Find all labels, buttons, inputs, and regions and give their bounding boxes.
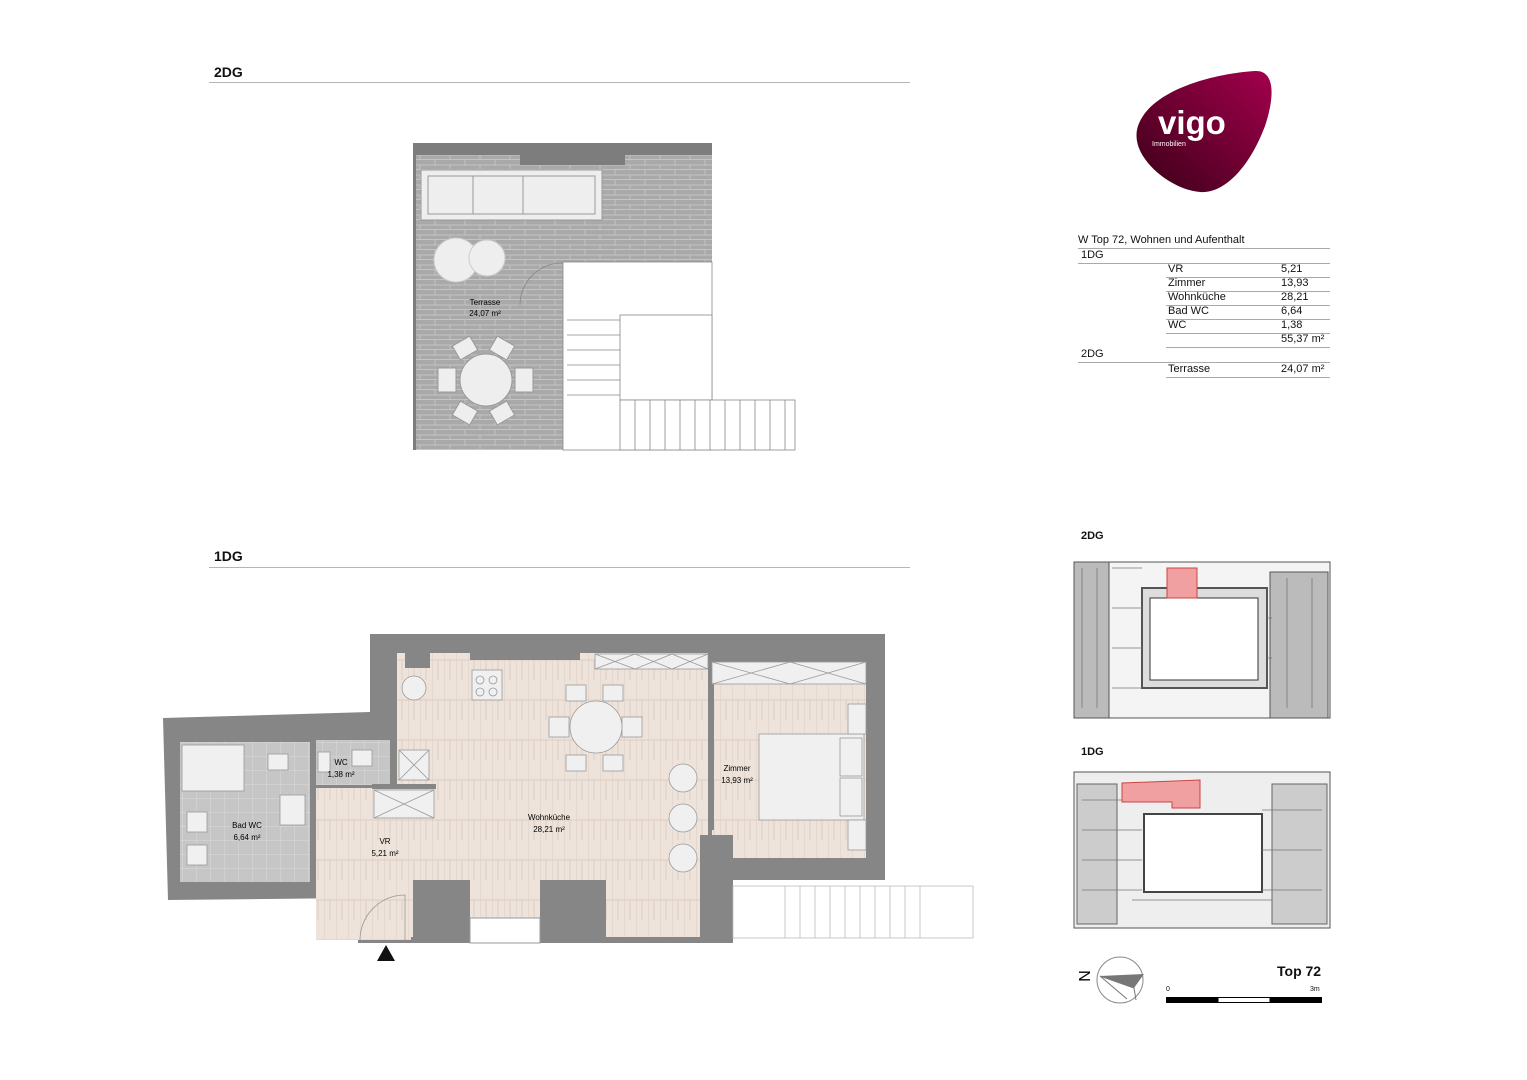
divider [209, 567, 910, 568]
divider [209, 82, 910, 83]
entrance-arrow-icon [377, 945, 395, 961]
row-label: Zimmer [1168, 277, 1206, 289]
row-value: 13,93 [1281, 277, 1309, 289]
furniture [181, 653, 867, 941]
room-area-bad-wc: 6,64 m² [233, 833, 260, 842]
outdoor-stairs [732, 885, 974, 939]
floor-plan-2dg: Terrasse 24,07 m² [163, 143, 974, 961]
svg-text:vigo: vigo [1158, 104, 1226, 141]
room-label-terrasse: Terrasse [470, 298, 501, 307]
table [468, 239, 506, 277]
sofa [420, 169, 603, 221]
svg-text:N: N [1077, 970, 1094, 982]
room-area-wc: 1,38 m² [327, 770, 354, 779]
keyplan-1dg [1073, 771, 1331, 929]
row-value: 24,07 m² [1281, 363, 1325, 375]
north-arrow-icon: N [1077, 956, 1144, 1004]
keyplan-heading-2dg: 2DG [1081, 530, 1104, 542]
row-label: Bad WC [1168, 305, 1209, 317]
row-value: 1,38 [1281, 319, 1303, 331]
section-2dg: 2DG [1081, 348, 1104, 360]
room-label-wohnkueche: Wohnküche [528, 813, 571, 822]
room-area-wohnkueche: 28,21 m² [533, 825, 565, 834]
scale-start: 0 [1166, 986, 1170, 993]
staircase [519, 261, 796, 451]
vigo-logo: vigo Immobilien [1136, 70, 1272, 193]
dining-set [437, 335, 534, 426]
row-label: WC [1168, 319, 1187, 331]
row-value: 5,21 [1281, 263, 1303, 275]
row-label: Wohnküche [1168, 291, 1226, 303]
section-1dg: 1DG [1081, 249, 1104, 261]
room-area-zimmer: 13,93 m² [721, 776, 753, 785]
keyplan-heading-1dg: 1DG [1081, 746, 1104, 758]
table-title: W Top 72, Wohnen und Aufenthalt [1078, 234, 1245, 246]
keyplan-2dg [1073, 561, 1331, 719]
room-label-wc: WC [334, 758, 348, 767]
row-label: Terrasse [1168, 363, 1211, 375]
room-area-vr: 5,21 m² [371, 849, 398, 858]
row-label: VR [1168, 263, 1184, 275]
floor-heading-2dg: 2DG [214, 64, 243, 80]
floor-heading-1dg: 1DG [214, 548, 243, 564]
room-label-zimmer: Zimmer [723, 764, 750, 773]
row-value: 6,64 [1281, 305, 1303, 317]
svg-text:Immobilien: Immobilien [1152, 141, 1186, 148]
room-area-terrasse: 24,07 m² [469, 309, 501, 318]
room-label-vr: VR [379, 837, 390, 846]
room-label-bad-wc: Bad WC [232, 821, 262, 830]
scale-end: 3m [1310, 986, 1320, 993]
row-value: 28,21 [1281, 291, 1309, 303]
total-1dg: 55,37 m² [1281, 333, 1325, 345]
scale-bar [1166, 997, 1322, 1003]
unit-label: Top 72 [1277, 963, 1322, 979]
